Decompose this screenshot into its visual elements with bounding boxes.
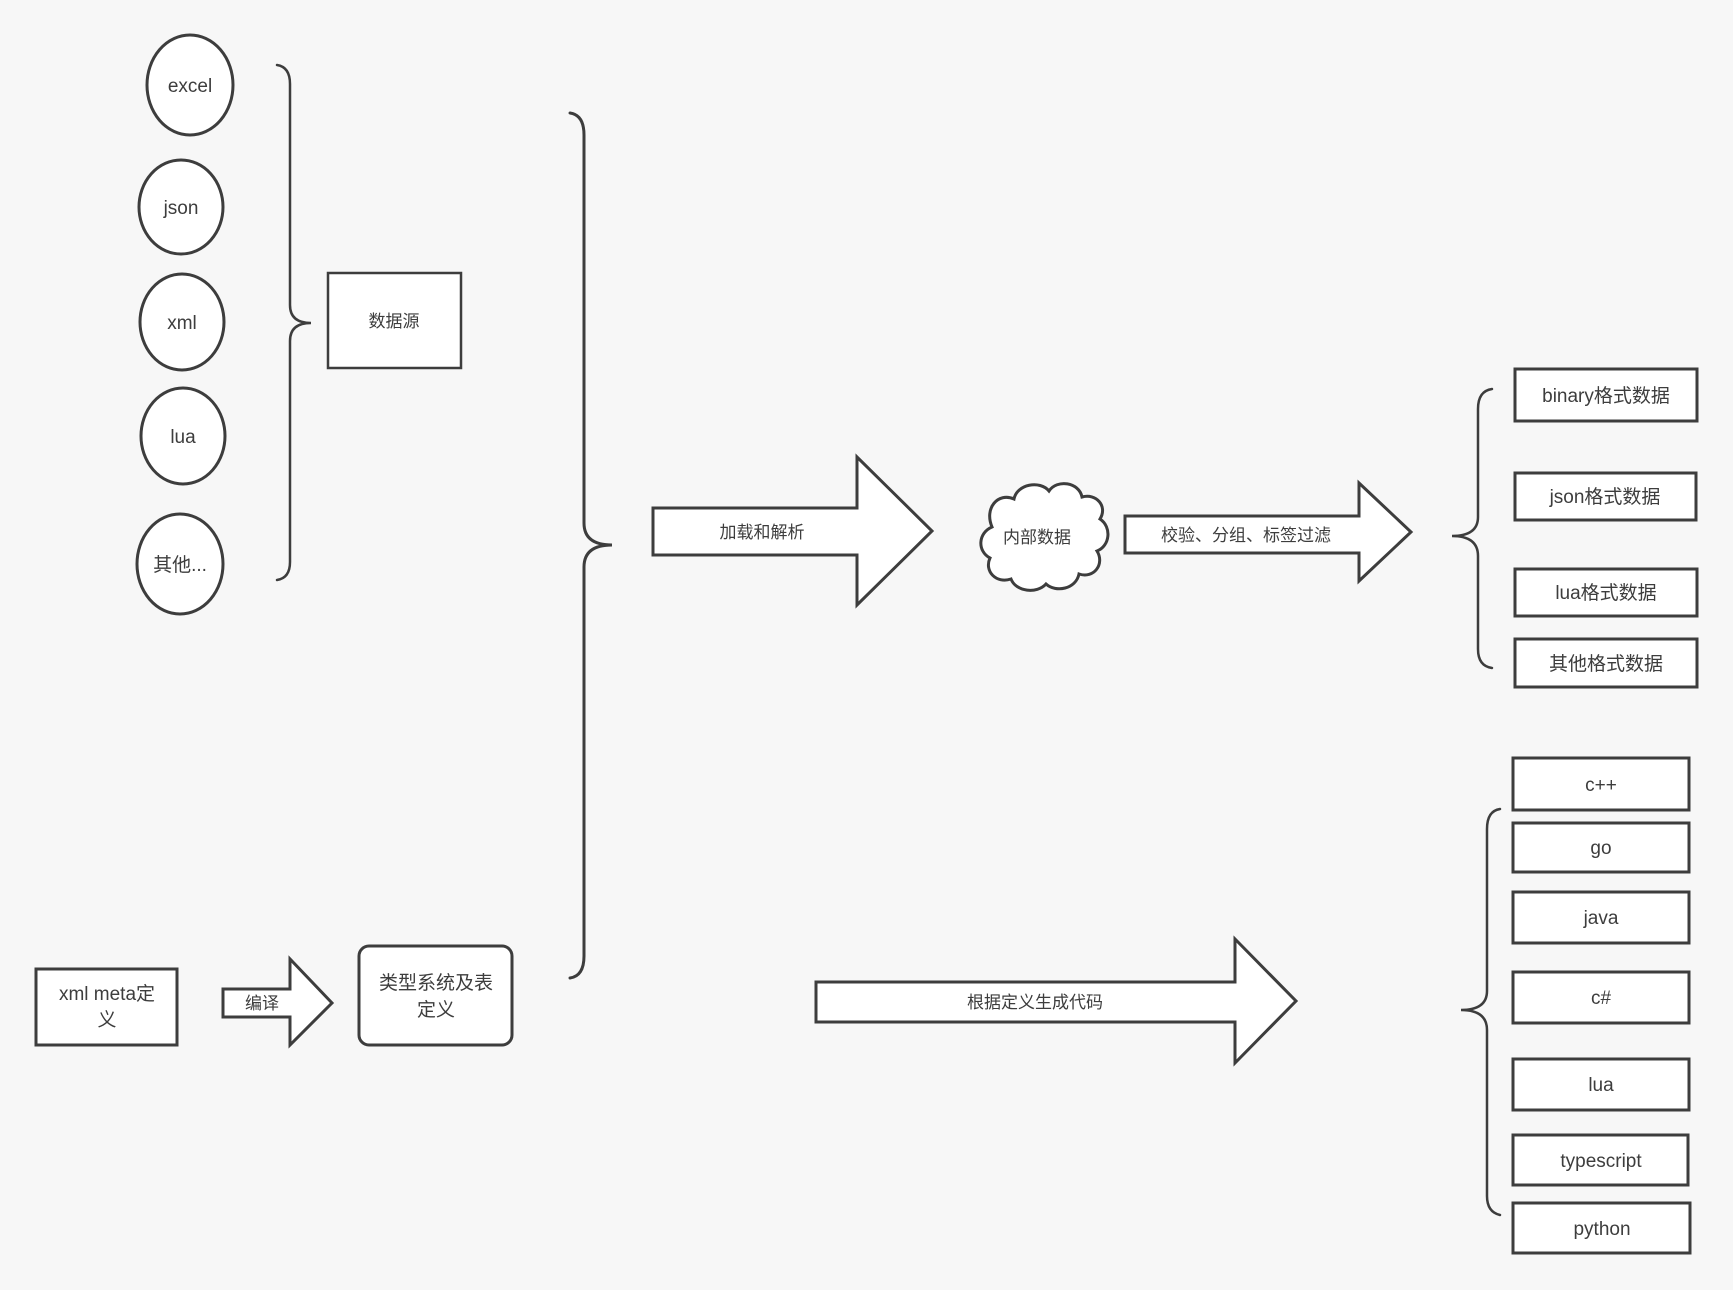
source-label-xml: xml <box>167 313 197 334</box>
source-label-json: json <box>163 198 199 219</box>
type-system-label-line1: 类型系统及表 <box>379 972 493 994</box>
data-source-box <box>326 271 463 370</box>
language-box-cpp <box>1511 756 1691 812</box>
source-node-xml: xml <box>138 272 226 372</box>
type-system-box <box>357 944 514 1047</box>
load-parse-arrow-label: 加载和解析 <box>720 523 805 542</box>
language-box-java <box>1511 890 1691 945</box>
language-node-typescript: typescript <box>1511 1133 1690 1187</box>
source-node-json: json <box>137 158 225 256</box>
filter-arrow: 校验、分组、标签过滤 <box>1123 479 1414 585</box>
xml-meta-box <box>34 967 179 1047</box>
language-label-lua: lua <box>1588 1075 1614 1096</box>
type-system-label-line2: 定义 <box>417 999 455 1021</box>
language-node-java: java <box>1511 890 1691 945</box>
type-system-node: 类型系统及表 定义 <box>357 944 514 1047</box>
format-label-json: json格式数据 <box>1549 486 1661 508</box>
language-label-java: java <box>1583 908 1619 929</box>
source-label-excel: excel <box>168 76 212 97</box>
language-node-cpp: c++ <box>1511 756 1691 812</box>
sources-brace <box>275 63 312 582</box>
xml-meta-label-line2: 义 <box>97 1009 116 1031</box>
format-box-binary <box>1513 367 1699 423</box>
source-node-other: 其他... <box>135 512 225 616</box>
language-box-python <box>1511 1201 1692 1255</box>
format-label-binary: binary格式数据 <box>1542 385 1670 407</box>
source-ellipse-xml <box>138 272 226 372</box>
language-box-go <box>1511 821 1691 874</box>
data-source-label: 数据源 <box>369 312 420 331</box>
language-box-csharp <box>1511 970 1691 1025</box>
language-label-python: python <box>1573 1219 1630 1240</box>
format-box-lua <box>1513 567 1699 618</box>
source-node-excel: excel <box>145 33 235 137</box>
compile-arrow: 编译 <box>221 955 335 1049</box>
language-node-lua: lua <box>1511 1057 1691 1112</box>
internal-data-cloud: 内部数据 <box>979 482 1110 592</box>
load-parse-arrow: 加载和解析 <box>651 453 935 609</box>
format-box-json <box>1513 471 1698 522</box>
source-ellipse-excel <box>145 33 235 137</box>
internal-data-label: 内部数据 <box>1003 528 1071 547</box>
format-node-lua: lua格式数据 <box>1513 567 1699 618</box>
source-node-lua: lua <box>139 386 227 486</box>
language-label-go: go <box>1590 838 1611 859</box>
language-node-go: go <box>1511 821 1691 874</box>
language-label-typescript: typescript <box>1560 1151 1642 1172</box>
language-node-python: python <box>1511 1201 1692 1255</box>
filter-arrow-shape <box>1123 479 1414 585</box>
language-box-typescript <box>1511 1133 1690 1187</box>
source-ellipse-lua <box>139 386 227 486</box>
generate-code-arrow: 根据定义生成代码 <box>814 935 1299 1067</box>
data-source-node: 数据源 <box>326 271 463 370</box>
compile-arrow-label: 编译 <box>245 994 279 1013</box>
format-label-lua: lua格式数据 <box>1555 582 1656 604</box>
language-box-lua <box>1511 1057 1691 1112</box>
language-label-cpp: c++ <box>1585 775 1617 796</box>
xml-meta-node: xml meta定 义 <box>34 967 179 1047</box>
source-ellipse-other <box>135 512 225 616</box>
format-label-other: 其他格式数据 <box>1549 653 1663 675</box>
pipeline-input-brace <box>568 111 613 980</box>
source-label-other: 其他... <box>153 554 207 576</box>
formats-brace <box>1451 387 1494 670</box>
source-ellipse-json <box>137 158 225 256</box>
language-label-csharp: c# <box>1591 988 1612 1009</box>
generate-code-arrow-shape <box>814 935 1299 1067</box>
format-node-other: 其他格式数据 <box>1513 637 1699 689</box>
internal-data-cloud-shape <box>979 482 1110 592</box>
source-label-lua: lua <box>170 427 196 448</box>
filter-arrow-label: 校验、分组、标签过滤 <box>1161 526 1331 545</box>
xml-meta-label-line1: xml meta定 <box>59 983 155 1005</box>
format-node-binary: binary格式数据 <box>1513 367 1699 423</box>
format-box-other <box>1513 637 1699 689</box>
languages-brace <box>1460 807 1502 1217</box>
language-node-csharp: c# <box>1511 970 1691 1025</box>
format-node-json: json格式数据 <box>1513 471 1698 522</box>
load-parse-arrow-shape <box>651 453 935 609</box>
compile-arrow-shape <box>221 955 335 1049</box>
generate-code-arrow-label: 根据定义生成代码 <box>967 993 1103 1012</box>
